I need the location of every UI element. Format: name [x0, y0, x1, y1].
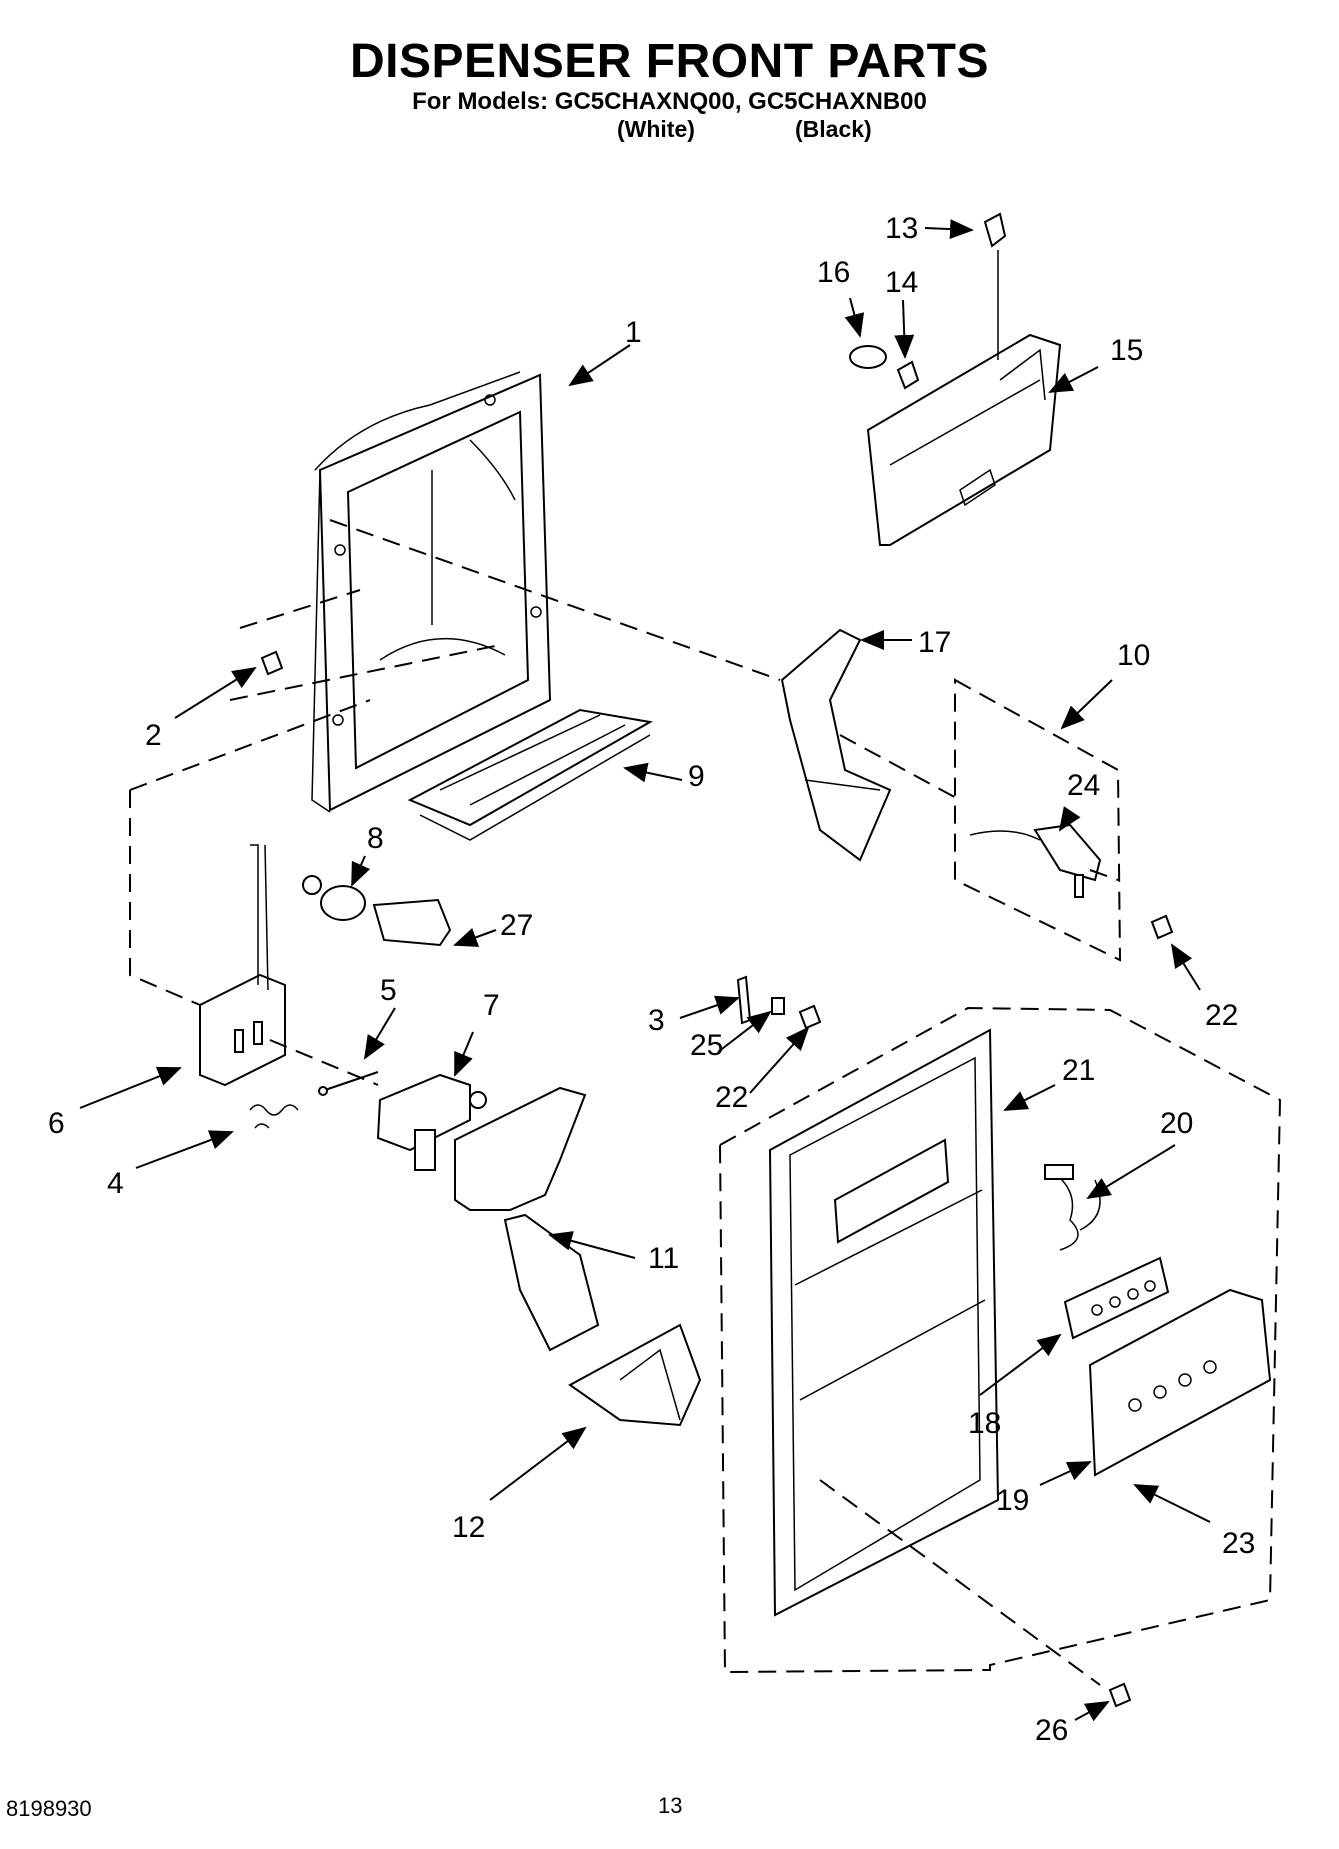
callout-27: 27: [500, 909, 533, 942]
part-27-cover: [372, 898, 452, 947]
callout-10: 10: [1117, 639, 1150, 672]
part-12-chute: [568, 1323, 702, 1427]
callout-1: 1: [625, 316, 642, 349]
part-26-screw: [1108, 1682, 1132, 1708]
part-5-pin: [318, 1071, 379, 1096]
part-25-clip: [771, 997, 785, 1015]
part-8-solenoid: [302, 875, 366, 921]
part-16-bulb: [849, 345, 887, 369]
leader-arrows: [79, 219, 1211, 1722]
part-1-housing: [311, 371, 552, 813]
callout-14: 14: [885, 266, 918, 299]
callout-26: 26: [1035, 1714, 1068, 1747]
part-7-bracket: [376, 1073, 487, 1171]
part-21-front-panel: [768, 1028, 1000, 1617]
page-number: 13: [658, 1793, 683, 1818]
part-22-screw-b: [1150, 914, 1174, 940]
callout-5: 5: [380, 974, 397, 1007]
part-14-socket: [896, 360, 920, 390]
callout-labels: 1 2 3 4 5 6 7 8 9 10 11 12 13 14 16 15 1…: [48, 212, 1255, 1747]
part-20-harness: [1044, 1164, 1101, 1251]
callout-23: 23: [1222, 1527, 1255, 1560]
part-2-screw: [260, 650, 284, 676]
page-title: DISPENSER FRONT PARTS: [350, 35, 989, 88]
part-24-switch: [969, 823, 1102, 898]
part-3-spring-clip: [736, 975, 752, 1025]
callout-7: 7: [483, 989, 500, 1022]
callout-17: 17: [918, 626, 951, 659]
callout-16: 16: [817, 256, 850, 289]
callout-3: 3: [648, 1004, 665, 1037]
part-9-drip-tray: [407, 708, 653, 841]
models-line: For Models: GC5CHAXNQ00, GC5CHAXNB00: [412, 88, 927, 115]
part-18-control-board: [1063, 1256, 1170, 1340]
part-19-control-panel: [1088, 1288, 1272, 1477]
callout-19: 19: [996, 1484, 1029, 1517]
callout-25: 25: [690, 1029, 723, 1062]
callout-9: 9: [688, 760, 705, 793]
callout-11: 11: [648, 1242, 679, 1275]
callout-12: 12: [452, 1511, 485, 1544]
callout-22-center: 22: [715, 1081, 748, 1114]
callout-22-right: 22: [1205, 999, 1238, 1032]
document-number: 8198930: [6, 1796, 92, 1821]
callout-18: 18: [968, 1407, 1001, 1440]
variant-black-label: (Black): [795, 116, 872, 142]
callout-2: 2: [145, 719, 162, 752]
callout-4: 4: [107, 1167, 124, 1200]
callout-8: 8: [367, 822, 384, 855]
callout-21: 21: [1062, 1054, 1095, 1087]
part-15-light-housing: [866, 333, 1062, 546]
part-6-module: [199, 844, 286, 1087]
callout-24: 24: [1067, 769, 1100, 802]
part-10-assembly-outline: [954, 678, 1122, 962]
callout-6: 6: [48, 1107, 65, 1140]
callout-15: 15: [1110, 334, 1143, 367]
callout-20: 20: [1160, 1107, 1193, 1140]
part-11-lever: [454, 1086, 600, 1352]
connection-lines: [129, 519, 1119, 1686]
callout-13: 13: [885, 212, 918, 245]
part-4-spring: [249, 1104, 299, 1129]
variant-white-label: (White): [617, 116, 695, 142]
part-13-clip: [983, 212, 1007, 360]
part-17-lever: [780, 628, 892, 862]
part-22-screw-a: [798, 1004, 822, 1030]
